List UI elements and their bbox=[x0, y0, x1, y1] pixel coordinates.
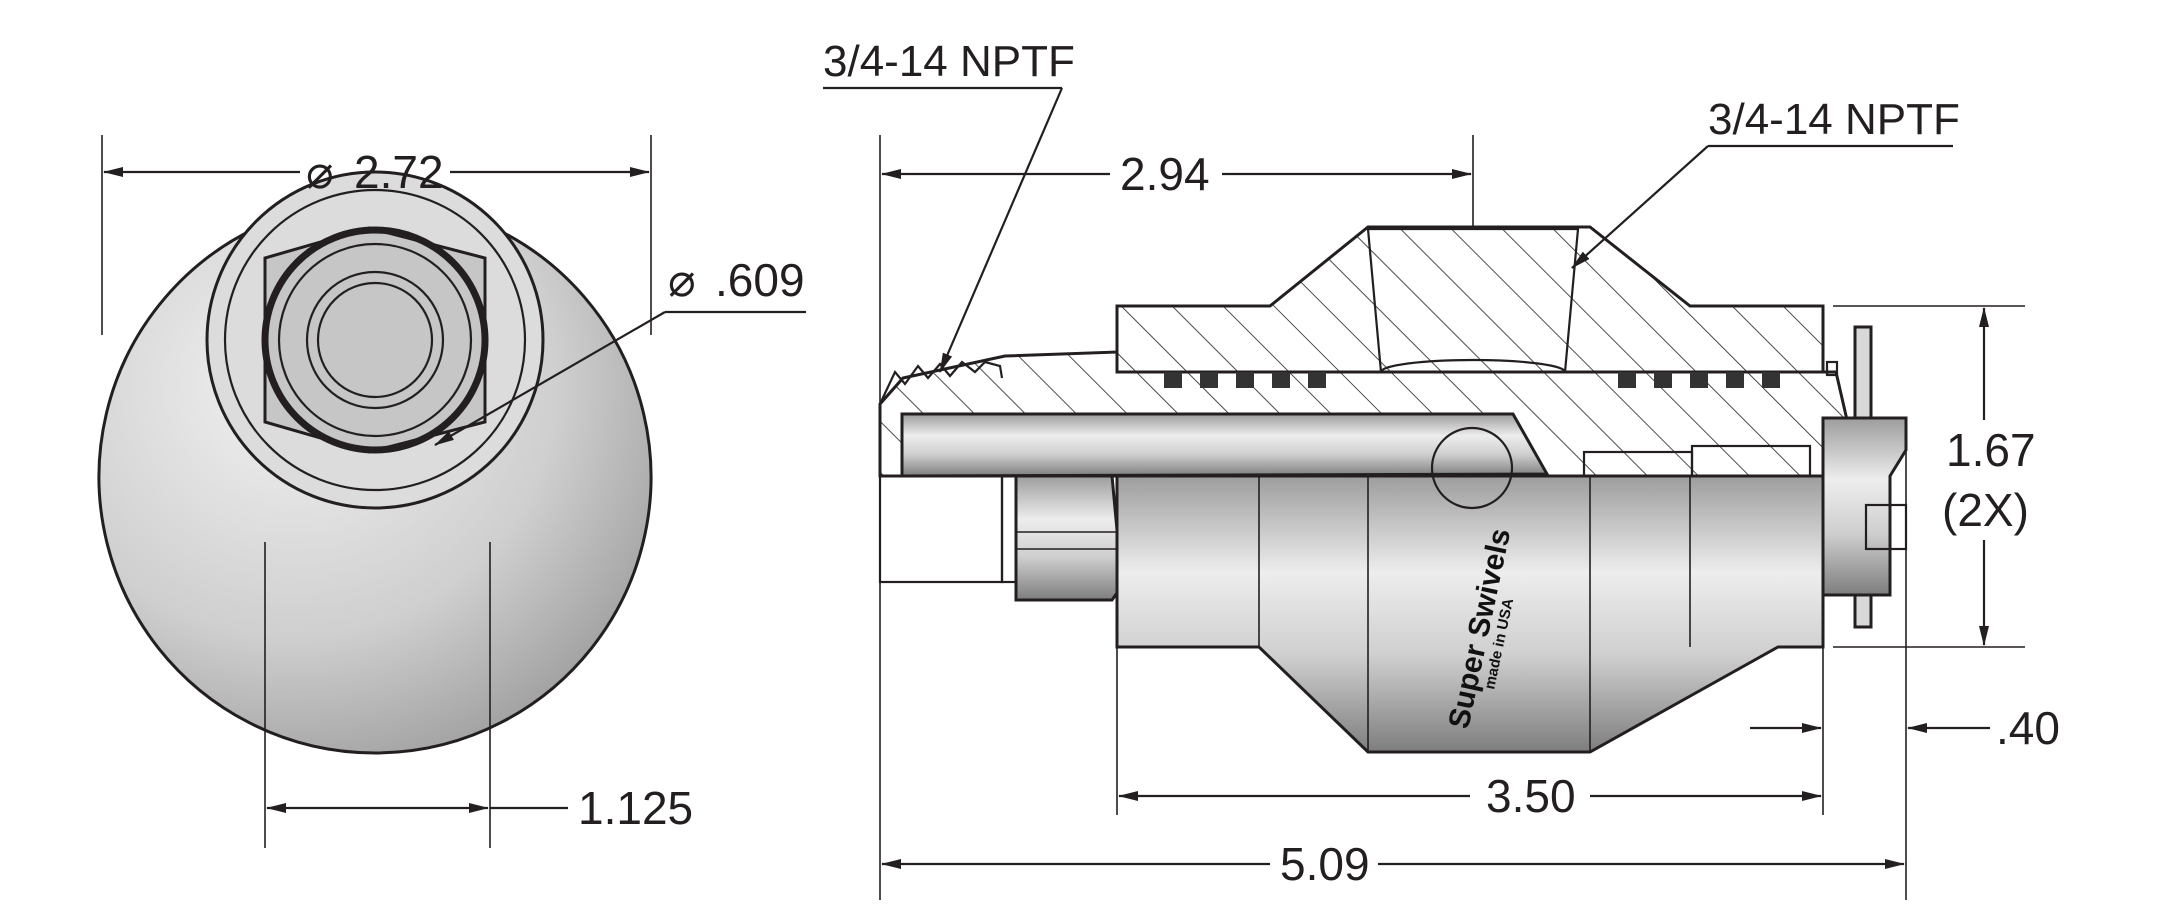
inlet-thread bbox=[878, 474, 1004, 584]
check-ball bbox=[1430, 426, 1514, 510]
dim-label-outlet-offset: 2.94 bbox=[1120, 148, 1210, 200]
end-cap bbox=[1821, 416, 1908, 597]
dim-label-flange-thickness: .40 bbox=[1996, 702, 2060, 754]
end-view-collar bbox=[277, 242, 473, 438]
leader-inlet bbox=[938, 87, 1064, 373]
leader-outlet bbox=[1571, 145, 1709, 269]
leader-bore bbox=[434, 311, 666, 446]
dim-label-flange-height: 1.67 bbox=[1946, 424, 2036, 476]
inlet-hex bbox=[1014, 474, 1119, 602]
dim-label-flange-height-note: (2X) bbox=[1942, 484, 2029, 536]
side-view: Super Swivels made in USA 3/4-14 NPTF 3/… bbox=[823, 37, 2060, 900]
dim-label-bore: .609 bbox=[715, 254, 805, 306]
dim-label-inlet-thread: 3/4-14 NPTF bbox=[823, 37, 1075, 86]
inlet-thread-relief bbox=[1000, 474, 1018, 584]
seal-row-left bbox=[1164, 372, 1326, 388]
end-view-ring-inner bbox=[223, 188, 527, 492]
retainer-thread bbox=[1690, 444, 1812, 478]
dim-label-body-length: 3.50 bbox=[1486, 770, 1576, 822]
dim-label-overall-length: 5.09 bbox=[1280, 838, 1370, 890]
end-view-bore-rim bbox=[305, 270, 445, 410]
end-bolt-tab bbox=[1825, 360, 1839, 377]
seal-row-right bbox=[1618, 372, 1780, 388]
dim-label-od-symbol: ⌀ bbox=[306, 146, 334, 198]
dim-label-od: 2.72 bbox=[354, 146, 444, 198]
end-view-bore bbox=[316, 281, 434, 399]
dim-label-outlet-thread: 3/4-14 NPTF bbox=[1708, 95, 1960, 144]
housing-section bbox=[1115, 225, 1825, 374]
end-view-oring bbox=[261, 226, 489, 454]
end-view: ⌀ 2.72 ⌀ .609 1.125 bbox=[97, 135, 806, 848]
dim-label-bore-symbol: ⌀ bbox=[668, 254, 696, 306]
dim-label-hex: 1.125 bbox=[578, 782, 693, 834]
flow-bore bbox=[900, 412, 1550, 478]
